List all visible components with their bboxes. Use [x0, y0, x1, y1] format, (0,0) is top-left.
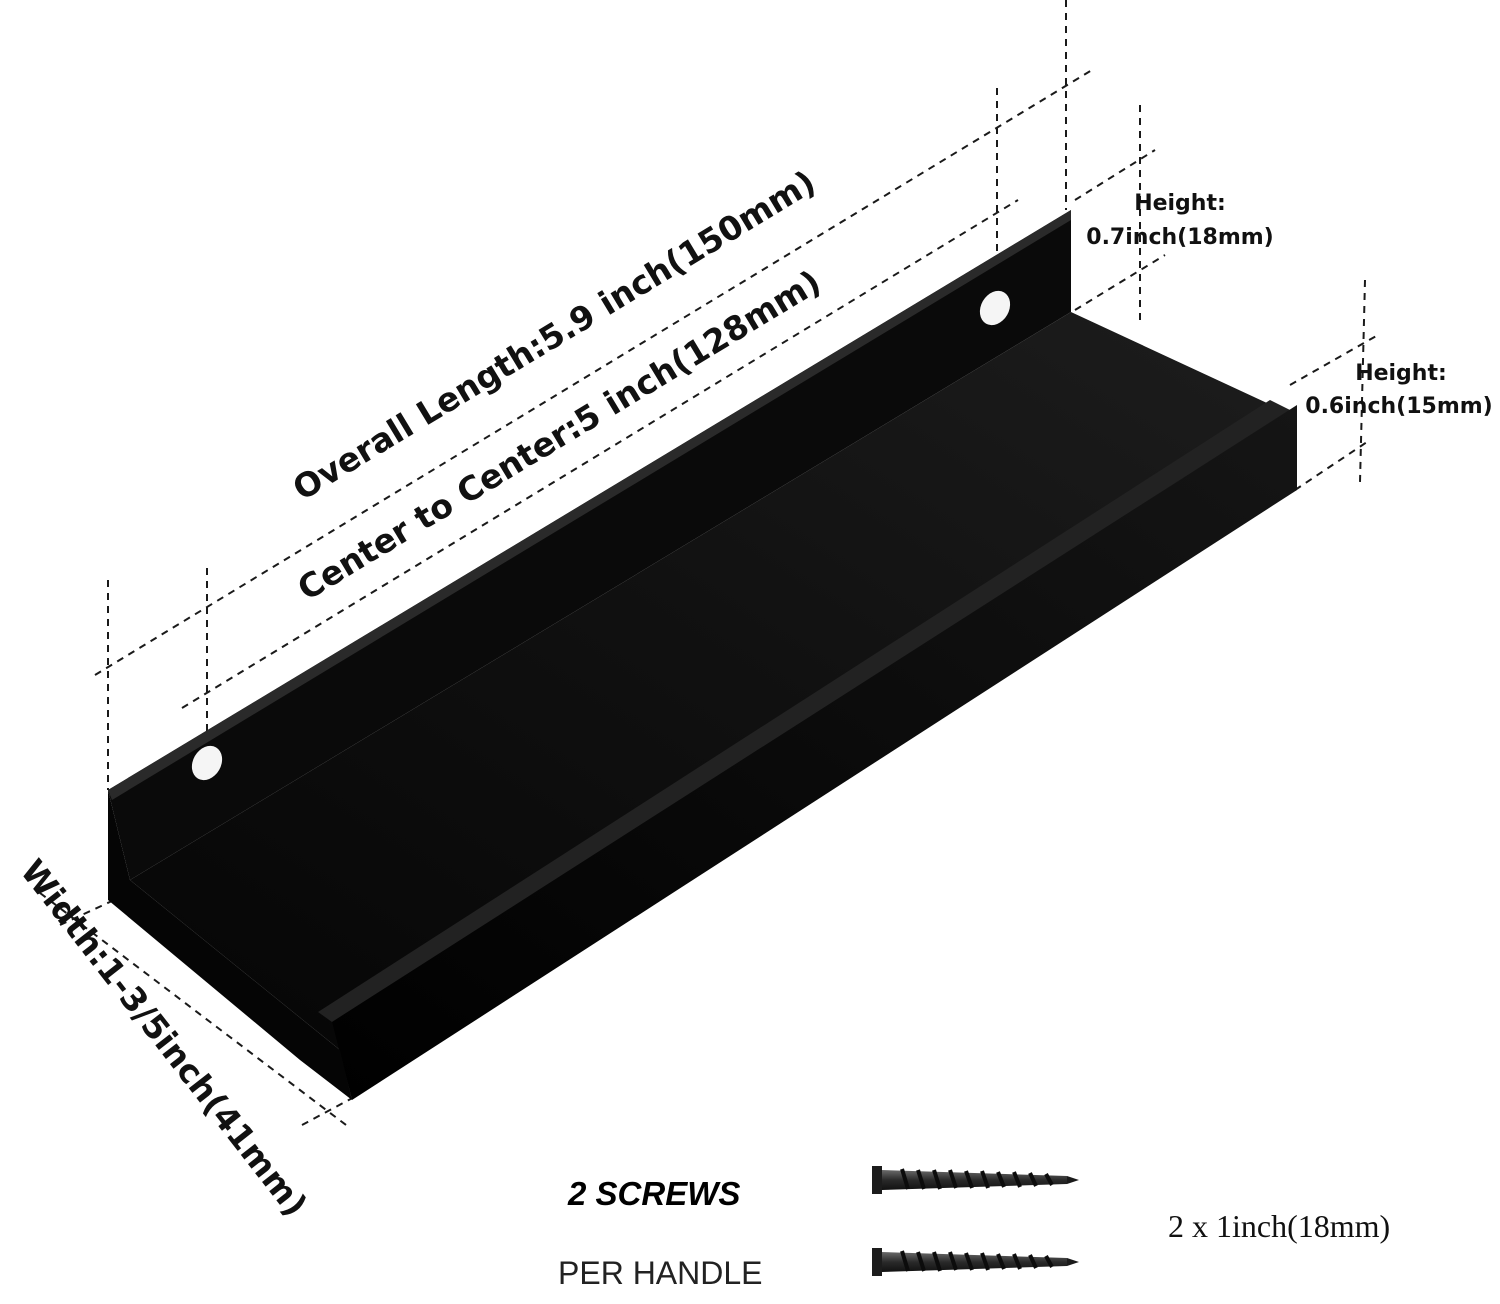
- cabinet-handle: [108, 210, 1297, 1100]
- dimension-lines: [39, 0, 1379, 1129]
- handle-back-edge: [108, 210, 1071, 800]
- front-height-line-upper: [1289, 334, 1379, 386]
- screw-icon: [872, 1166, 1079, 1194]
- handle-back-plate: [108, 210, 1071, 880]
- back-height-value: 0.7inch(18mm): [1086, 225, 1273, 250]
- screw-size-label: 2 x 1inch(18mm): [1168, 1208, 1391, 1244]
- front-height-line-lower: [1294, 439, 1371, 491]
- back-height-line-upper: [1074, 149, 1156, 201]
- handle-front-lip-top: [318, 400, 1290, 1022]
- mounting-hole-icon: [191, 745, 223, 781]
- back-height-line-lower: [1074, 254, 1166, 311]
- per-handle-label: PER HANDLE: [558, 1255, 763, 1291]
- back-height-title: Height:: [1134, 191, 1226, 216]
- handle-left-end: [108, 790, 352, 1100]
- front-height-title: Height:: [1355, 361, 1447, 386]
- screw-count-label: 2 SCREWS: [568, 1175, 741, 1212]
- mounting-hole-icon: [979, 290, 1011, 326]
- screw-icon: [872, 1248, 1079, 1276]
- handle-front-lip: [332, 405, 1297, 1100]
- width-front-extension: [301, 1094, 359, 1126]
- front-height-value: 0.6inch(15mm): [1305, 394, 1492, 419]
- handle-base: [130, 312, 1282, 1050]
